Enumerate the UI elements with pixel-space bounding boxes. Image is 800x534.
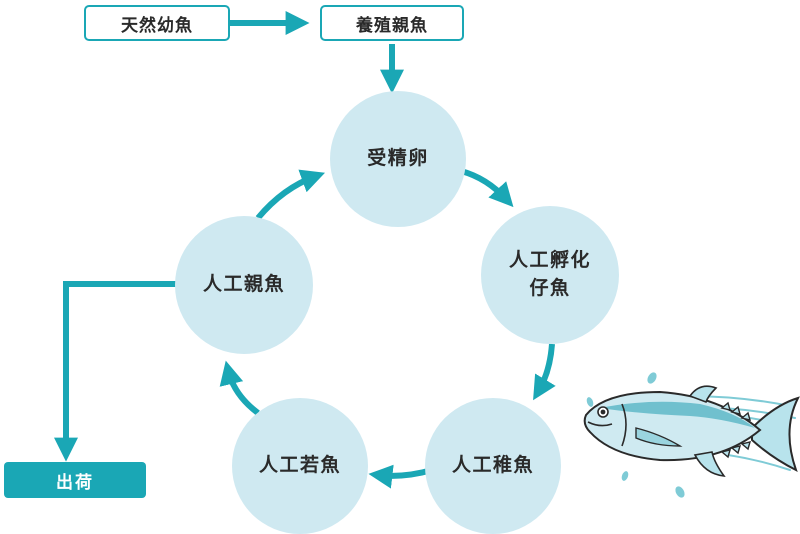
hatchery-broodstock-circle: 人工親魚	[175, 216, 313, 354]
hatchery-young-circle: 人工若魚	[232, 398, 368, 534]
hatchery-fry-label-line2: 仔魚	[529, 277, 571, 299]
hatchery-broodstock-label: 人工親魚	[202, 273, 285, 296]
hatchery-fry-label-line1: 人工孵化	[508, 249, 591, 272]
arrow-eggs-to-fry	[460, 168, 514, 208]
fertilized-eggs-circle: 受精卵	[330, 91, 466, 227]
hatchery-juvenile-label: 人工稚魚	[451, 454, 534, 477]
arrow-broodstock-to-shipment	[54, 281, 176, 462]
arrow-broodstock-to-eggs	[255, 169, 326, 220]
shipment-box: 出荷	[4, 462, 146, 498]
hatchery-young-label: 人工若魚	[258, 454, 341, 477]
arrow-fry-to-juvenile	[533, 343, 556, 401]
hatchery-fry-circle: 人工孵化 仔魚	[481, 206, 619, 344]
shipment-label: 出荷	[56, 472, 94, 493]
farmed-broodstock-box: 養殖親魚	[320, 5, 464, 41]
wild-juvenile-box: 天然幼魚	[84, 5, 230, 41]
wild-juvenile-label: 天然幼魚	[121, 15, 193, 36]
farmed-broodstock-label: 養殖親魚	[356, 15, 428, 36]
arrow-young-to-broodstock	[219, 360, 260, 416]
hatchery-juvenile-circle: 人工稚魚	[425, 398, 561, 534]
fertilized-eggs-label: 受精卵	[367, 147, 429, 170]
